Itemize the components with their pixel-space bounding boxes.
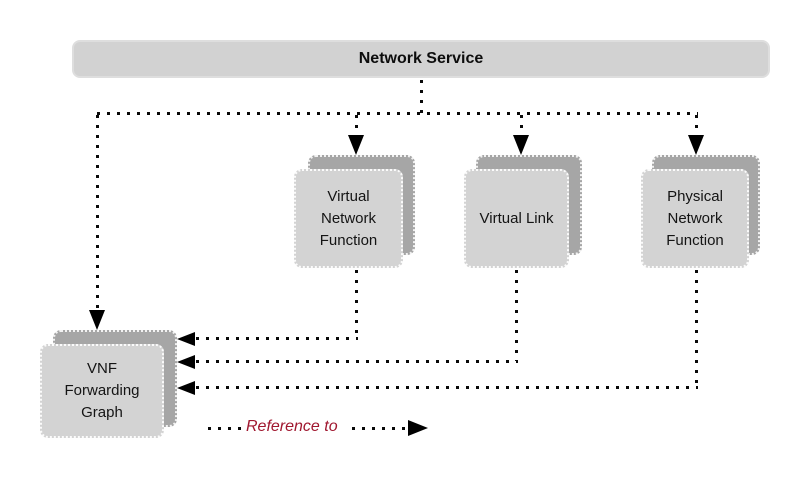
arrowhead-down-vnf-icon xyxy=(348,135,364,155)
node-virtual-network-function: Virtual Network Function xyxy=(294,155,415,268)
connector-ns-trunk xyxy=(420,80,423,113)
legend-line-left xyxy=(208,427,242,430)
connector-ns-to-vl xyxy=(520,115,523,135)
arrowhead-left-vnf-icon xyxy=(177,332,195,346)
connector-vnf-to-vnffg-horizontal xyxy=(196,337,358,340)
node-vnf-forwarding-graph-front: VNF Forwarding Graph xyxy=(40,344,164,438)
node-virtual-link: Virtual Link xyxy=(464,155,582,268)
connector-pnf-to-vnffg-horizontal xyxy=(196,386,698,389)
connector-vl-to-vnffg-vertical xyxy=(515,270,518,361)
connector-pnf-to-vnffg-vertical xyxy=(695,270,698,387)
connector-ns-to-vnf xyxy=(355,115,358,135)
node-physical-network-function-label: Physical Network Function xyxy=(666,187,724,249)
node-virtual-link-label: Virtual Link xyxy=(479,209,554,227)
arrowhead-right-legend-icon xyxy=(408,420,428,436)
node-virtual-network-function-front: Virtual Network Function xyxy=(294,169,403,268)
node-virtual-link-front: Virtual Link xyxy=(464,169,569,268)
legend-label: Reference to xyxy=(246,418,338,435)
connector-vl-to-vnffg-horizontal xyxy=(196,360,518,363)
arrowhead-down-vnffg-icon xyxy=(89,310,105,330)
node-physical-network-function-front: Physical Network Function xyxy=(641,169,749,268)
node-vnf-forwarding-graph-label: VNF Forwarding Graph xyxy=(64,360,140,421)
arrowhead-left-pnf-icon xyxy=(177,381,195,395)
legend-line-right xyxy=(352,427,406,430)
connector-vnf-to-vnffg-vertical xyxy=(355,270,358,338)
connector-ns-to-pnf xyxy=(695,115,698,135)
node-physical-network-function: Physical Network Function xyxy=(641,155,760,268)
node-vnf-forwarding-graph: VNF Forwarding Graph xyxy=(40,330,177,438)
arrowhead-down-pnf-icon xyxy=(688,135,704,155)
node-network-service-label: Network Service xyxy=(358,50,484,67)
node-network-service: Network Service xyxy=(72,40,770,78)
arrowhead-down-vl-icon xyxy=(513,135,529,155)
arrowhead-left-vl-icon xyxy=(177,355,195,369)
node-virtual-network-function-label: Virtual Network Function xyxy=(319,187,378,249)
connector-distribution-line xyxy=(97,112,698,115)
connector-ns-to-vnffg xyxy=(96,115,99,310)
